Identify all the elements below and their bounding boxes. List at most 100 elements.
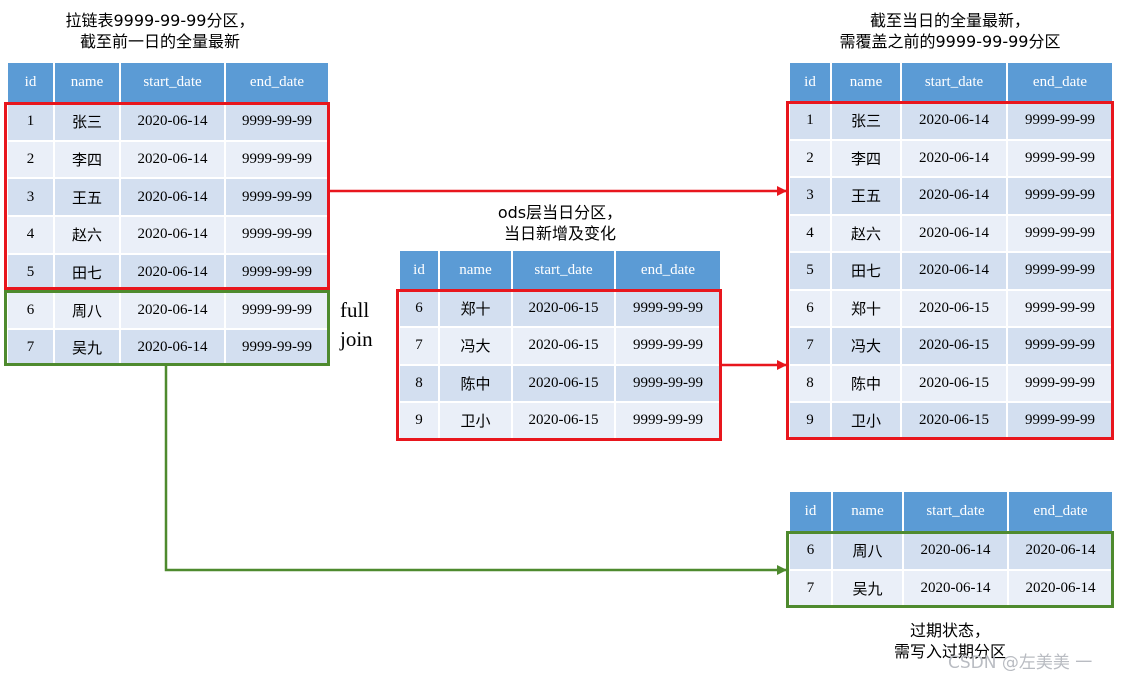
full-join-label: full join	[340, 296, 373, 354]
arrow-left-to-expired	[164, 366, 787, 575]
caption-bottom-line2: 需写入过期分区	[893, 642, 1006, 661]
table-cell: 6	[788, 288, 832, 328]
table-cell: 2020-06-14	[119, 328, 226, 368]
table-cell: 9999-99-99	[614, 363, 722, 403]
table-cell: 7	[788, 326, 832, 366]
table-cell: 赵六	[830, 213, 902, 253]
table-cell: 9999-99-99	[224, 328, 330, 368]
table-cell: 陈中	[438, 363, 513, 403]
table-cell: 6	[788, 531, 833, 571]
table-cell: 9999-99-99	[1006, 363, 1114, 403]
caption-middle-line1: ods层当日分区，	[497, 203, 623, 222]
right-result-box	[786, 101, 1114, 440]
caption-middle: ods层当日分区， 当日新增及变化	[400, 202, 720, 244]
table-cell: 2020-06-14	[902, 568, 1009, 608]
table-cell: 9	[788, 401, 832, 441]
table-cell: 周八	[53, 290, 121, 331]
table-cell: 陈中	[830, 363, 902, 403]
table-cell: 4	[6, 215, 55, 255]
column-header: name	[831, 490, 904, 533]
table-cell: 冯大	[438, 326, 513, 366]
table-cell: 冯大	[830, 326, 902, 366]
table-cell: 7	[398, 326, 440, 366]
table-cell: 8	[398, 363, 440, 403]
table-cell: 2020-06-14	[1007, 531, 1114, 571]
table-cell: 9999-99-99	[1006, 213, 1114, 253]
table-cell: 2020-06-14	[900, 138, 1008, 178]
table-cell: 王五	[53, 177, 121, 218]
table-cell: 卫小	[438, 400, 513, 441]
table-cell: 张三	[53, 102, 121, 142]
column-header: name	[830, 61, 902, 103]
column-header: name	[438, 249, 513, 291]
table-cell: 9999-99-99	[614, 400, 722, 441]
table-cell: 2	[788, 138, 832, 178]
table-cell: 2020-06-14	[119, 290, 226, 331]
table-cell: 2020-06-14	[1007, 568, 1114, 608]
table-cell: 2020-06-14	[900, 101, 1008, 141]
caption-bottom-right: 过期状态， 需写入过期分区	[830, 620, 1070, 662]
column-header: id	[788, 61, 832, 103]
table-cell: 2020-06-15	[900, 326, 1008, 366]
table-cell: 田七	[830, 251, 902, 291]
table-cell: 2020-06-14	[119, 139, 226, 180]
table-cell: 1	[788, 101, 832, 141]
caption-middle-line2: 当日新增及变化	[503, 224, 616, 243]
left-changed-box	[4, 290, 330, 366]
table-cell: 2	[6, 139, 55, 180]
caption-bottom-line1: 过期状态，	[909, 621, 990, 640]
caption-left-line2: 截至前一日的全量最新	[79, 32, 240, 51]
table-cell: 2020-06-14	[119, 252, 226, 293]
table-cell: 7	[788, 568, 833, 608]
table-cell: 6	[398, 288, 440, 329]
table-cell: 2020-06-15	[511, 363, 616, 403]
table-cell: 9999-99-99	[1006, 138, 1114, 178]
expired-box	[786, 531, 1114, 608]
column-header: end_date	[1006, 61, 1114, 103]
table-cell: 周八	[831, 531, 904, 571]
table-cell: 2020-06-15	[900, 288, 1008, 328]
table-cell: 李四	[53, 139, 121, 180]
table-cell: 2020-06-15	[900, 363, 1008, 403]
caption-right-line2: 需覆盖之前的9999-99-99分区	[839, 32, 1061, 51]
table-cell: 9999-99-99	[224, 139, 330, 180]
table-cell: 郑十	[830, 288, 902, 328]
table-cell: 张三	[830, 101, 902, 141]
caption-left: 拉链表9999-99-99分区， 截至前一日的全量最新	[10, 10, 310, 52]
column-header: start_date	[511, 249, 616, 291]
table-cell: 9999-99-99	[224, 215, 330, 255]
full-join-line1: full	[340, 298, 370, 322]
table-cell: 2020-06-14	[900, 213, 1008, 253]
column-header: end_date	[614, 249, 722, 291]
table-cell: 3	[788, 176, 832, 216]
table-cell: 4	[788, 213, 832, 253]
table-cell: 赵六	[53, 215, 121, 255]
column-header: end_date	[1007, 490, 1114, 533]
table-cell: 9999-99-99	[224, 290, 330, 331]
table-cell: 9999-99-99	[224, 177, 330, 218]
left-unchanged-box	[4, 102, 330, 290]
table-cell: 1	[6, 102, 55, 142]
table-cell: 2020-06-14	[900, 176, 1008, 216]
